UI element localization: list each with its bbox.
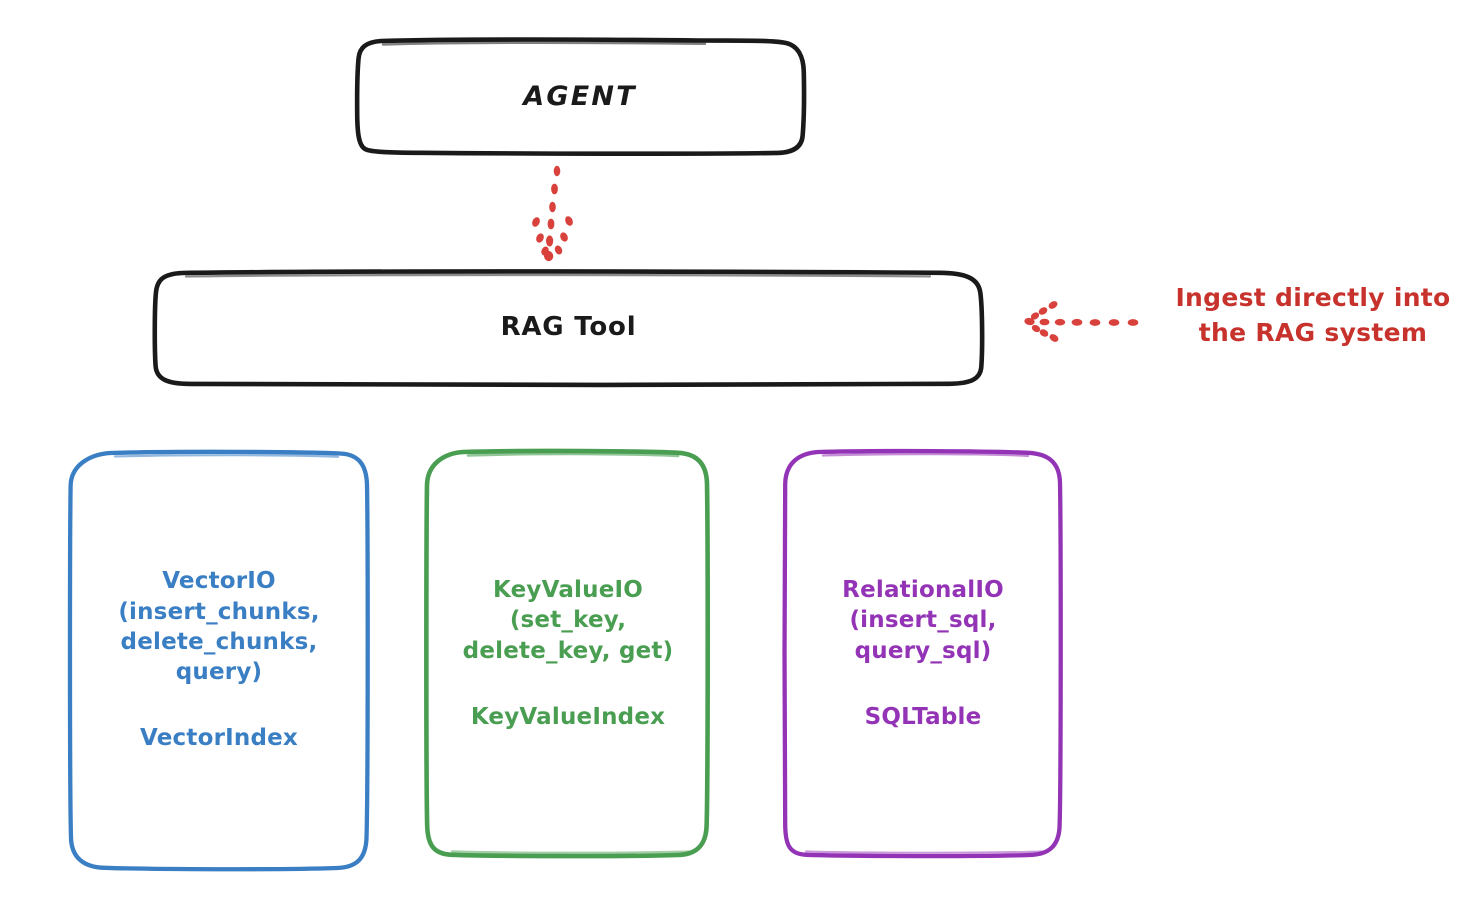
vector-io-index-text: VectorIndex: [140, 725, 298, 752]
key-value-io-index-text: KeyValueIndex: [470, 703, 666, 730]
relational-io-index-text: SQLTable: [864, 703, 982, 730]
agent-box-label: AGENT: [523, 80, 637, 112]
agent-to-rag-tool-arrow: [532, 165, 573, 262]
relational-io-api-text: RelationalIO (insert_sql, query_sql): [842, 576, 1004, 664]
key-value-io-api-text: KeyValueIO (set_key, delete_key, get): [462, 576, 674, 664]
vector-io-box-label: VectorIO (insert_chunks, delete_chunks, …: [70, 452, 368, 868]
ingest-to-rag-tool-arrow: [1024, 301, 1139, 342]
relational-io-box-label: RelationalIO (insert_sql, query_sql) SQL…: [785, 452, 1061, 855]
vector-io-api-text: VectorIO (insert_chunks, delete_chunks, …: [118, 568, 320, 686]
rag-tool-box-label: RAG Tool: [500, 312, 637, 343]
key-value-io-box-label: KeyValueIO (set_key, delete_key, get) Ke…: [428, 452, 708, 855]
ingest-annotation-label: Ingest directly into the RAG system: [1175, 283, 1451, 347]
